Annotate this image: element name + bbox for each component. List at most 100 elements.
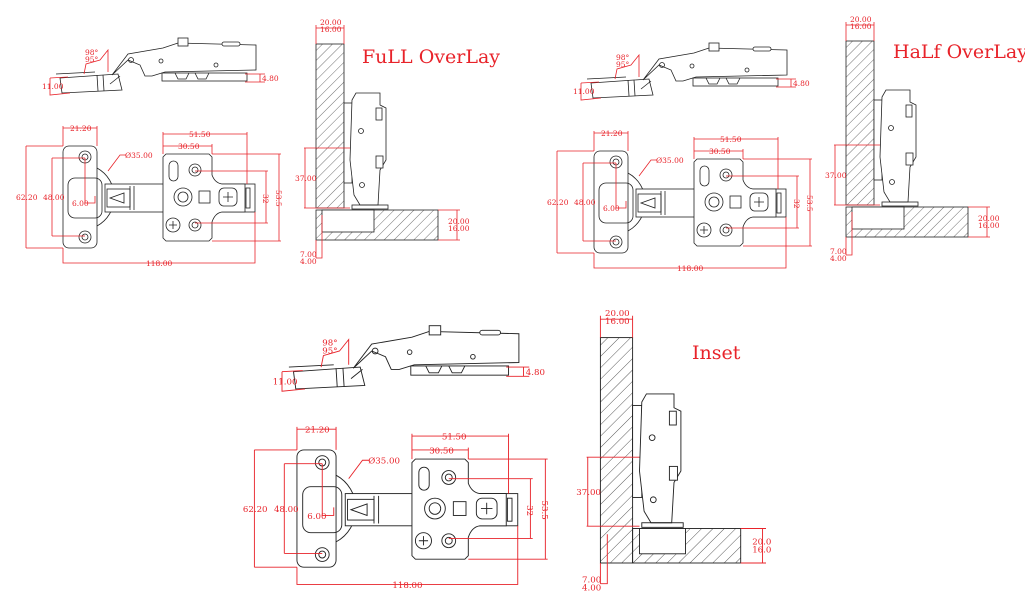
base-plate-teeth <box>174 72 210 80</box>
adjust-screw-side <box>708 42 720 52</box>
boring-distance-label: 6.00 <box>603 204 620 213</box>
door-thickness-max-label: 20.00 <box>320 18 342 27</box>
base-plate-teeth <box>705 77 741 85</box>
side-view: 98° 95° 11.00 4.80 <box>42 37 279 96</box>
pivot-hole <box>128 57 134 63</box>
pivot-hole <box>649 496 657 504</box>
cup-height-label: 37.00 <box>295 174 317 183</box>
panel-thickness-min-label: 16.00 <box>978 221 1000 230</box>
phillips-cross <box>754 197 764 207</box>
mount-inner-label: 30.50 <box>429 446 454 456</box>
plate-height-dimension <box>506 366 530 377</box>
total-length-dimension <box>296 525 519 585</box>
mount-hole <box>719 168 733 182</box>
plan-view: 21.20 62.20 48.00 6.00 Ø35.00 51.50 30.5… <box>547 129 814 273</box>
panel-thickness-min-label: 16.0 <box>752 546 771 556</box>
title-full-overlay: FuLL OverLay <box>362 46 500 68</box>
door-thickness-dimension <box>845 22 875 41</box>
mount-height-dimension <box>743 158 812 247</box>
cup-flange <box>586 76 636 97</box>
door-thickness-min-label: 16.00 <box>320 25 342 34</box>
panel-thickness-max-label: 20.00 <box>448 217 470 226</box>
arm-end-slot <box>776 192 782 214</box>
plate-width-dimension <box>556 150 594 254</box>
mount-height-label: 53.5 <box>805 195 814 212</box>
full-overlay-section: 20.00 16.00 37.00 20.00 16.00 7.00 4.00 <box>295 18 470 266</box>
cup-diameter-label: Ø35.00 <box>368 456 400 467</box>
overlay-dimension <box>845 212 853 256</box>
slot-side <box>752 46 772 52</box>
mount-hole-inner <box>722 226 730 234</box>
angle-min-label: 95° <box>616 60 630 69</box>
mount-height-label: 53.5 <box>539 501 549 520</box>
pivot-hole <box>470 353 476 360</box>
half-overlay-section: 20.00 16.00 37.00 20.00 16.00 7.00 4.00 <box>825 15 1000 263</box>
arm-end-slot <box>245 187 251 209</box>
cam-screw-icon <box>173 187 193 207</box>
plate-height-dimension <box>776 78 796 88</box>
cup-diameter-leader <box>638 159 657 177</box>
pivot-hole <box>889 179 895 185</box>
cam-screw-inner <box>428 502 442 515</box>
side-view: 98° 95° 11.00 4.80 <box>573 42 810 101</box>
hinge-cup-side <box>590 78 654 99</box>
cam-screw-inner <box>177 191 189 203</box>
cup-depth-dimension <box>281 370 306 392</box>
section-view: 20.00 16.00 37.00 20.0 16.0 7.00 4.00 <box>576 309 771 594</box>
cup-height-dimension <box>586 456 640 527</box>
overlay-max-label: 7.00 <box>300 250 317 259</box>
overlay-min-label: 4.00 <box>830 254 847 263</box>
pivot-hole <box>648 434 656 441</box>
door-thickness-dimension <box>315 25 345 44</box>
hinge-body-section <box>349 92 387 206</box>
plate-width-label: 62.20 <box>547 198 569 207</box>
door-thickness-dimension <box>599 315 634 338</box>
plate-height-label: 4.80 <box>526 368 545 378</box>
arm-foot <box>351 204 389 210</box>
angle-dimension <box>320 338 350 368</box>
overlay-dimension <box>315 215 323 259</box>
cup-plate <box>593 150 629 254</box>
door-thickness-max-label: 20.00 <box>850 15 872 24</box>
door-thickness-min-label: 16.00 <box>850 22 872 31</box>
phillips-cross <box>169 221 177 229</box>
adjust-screw-section <box>375 155 384 169</box>
cup-offset-label: 21.20 <box>70 124 92 133</box>
mount-height-label: 53.5 <box>274 190 283 207</box>
cup-depth-dimension <box>49 76 71 96</box>
angle-max-label: 98° <box>616 53 630 62</box>
cup-offset-dimension <box>593 131 629 151</box>
boring-distance-dimension <box>84 158 96 204</box>
mount-hole <box>188 218 202 232</box>
cup-offset-label: 21.20 <box>601 129 623 138</box>
section-view: 20.00 16.00 37.00 20.00 16.00 7.00 4.00 <box>295 18 470 266</box>
mount-hole-inner <box>722 171 730 179</box>
door-thickness-min-label: 16.00 <box>605 317 630 327</box>
plate-width-dimension <box>25 145 63 249</box>
panel-thickness-max-label: 20.00 <box>978 214 1000 223</box>
total-length-dimension <box>62 212 256 264</box>
cup-in-panel <box>851 206 905 230</box>
hole-spacing-label: 48.00 <box>43 193 65 202</box>
angle-dimension <box>614 53 640 80</box>
door-thickness-max-label: 20.00 <box>605 309 630 319</box>
door-section <box>599 337 634 564</box>
cup-flange <box>55 71 105 92</box>
mounting-plate <box>411 458 507 560</box>
cup-height-label: 37.00 <box>825 171 847 180</box>
panel-thickness-dimension <box>968 206 990 238</box>
hole-spacing-label: 48.00 <box>574 198 596 207</box>
mount-hole-spacing-label: 32 <box>524 505 534 516</box>
hinge-cup-side <box>59 73 123 94</box>
plate-height-dimension <box>245 73 265 83</box>
hole-spacing-dimension <box>283 463 323 554</box>
hinge-cup-side <box>292 366 366 390</box>
cam-screw-icon <box>704 192 724 212</box>
total-length-label: 118.00 <box>392 581 422 591</box>
slot-side <box>479 329 501 336</box>
pivot-hole <box>359 182 365 188</box>
title-half-overlay: HaLf OverLay <box>893 41 1025 63</box>
phillips-cross <box>700 226 708 234</box>
phillips-cross <box>223 192 233 202</box>
mount-height-dimension <box>468 458 548 560</box>
